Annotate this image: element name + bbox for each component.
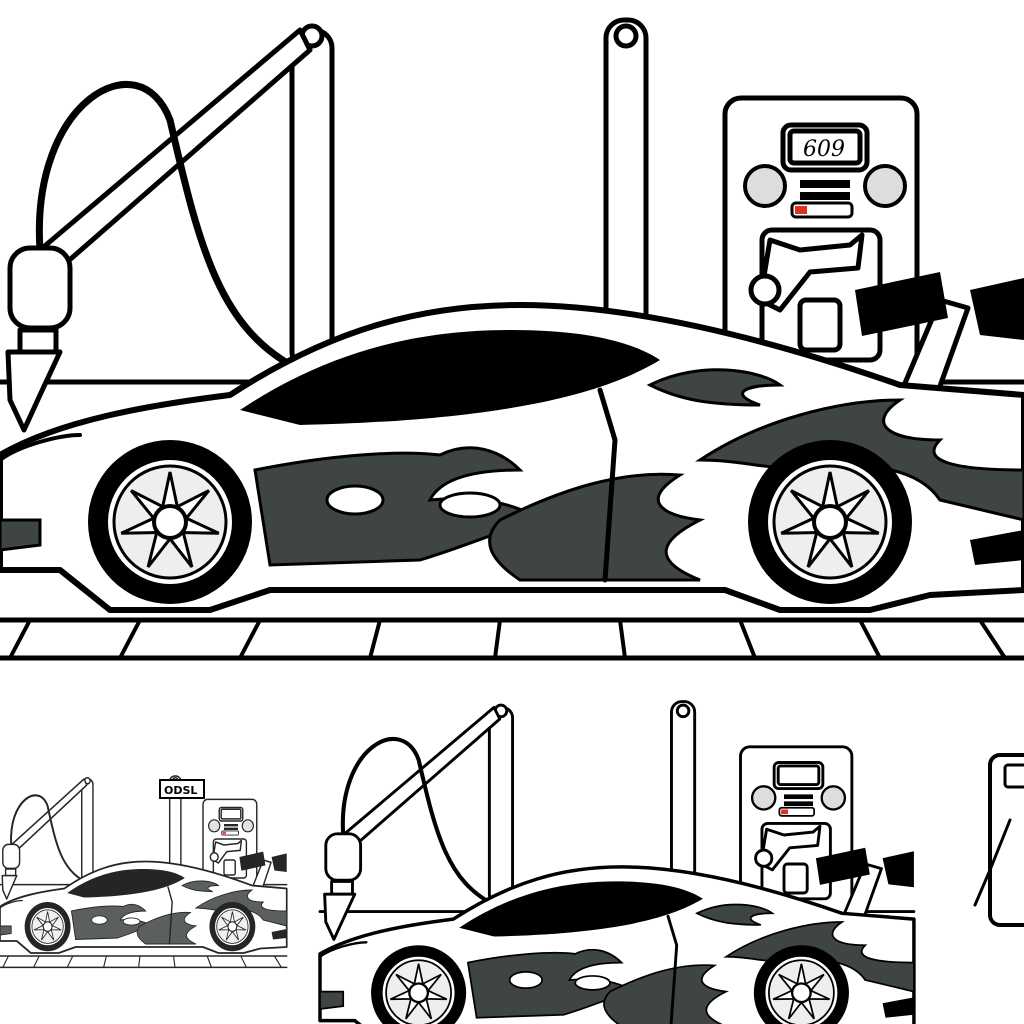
thumbnail-middle xyxy=(320,702,914,1024)
thumbnail-left-sketch xyxy=(0,776,287,967)
main-scene: 609 xyxy=(0,20,1024,658)
small-pump-display: ODSL xyxy=(159,779,205,799)
pump-display-text: 609 xyxy=(803,137,845,162)
thumbnail-right-pump xyxy=(973,753,1024,927)
small-pump-display-text: ODSL xyxy=(164,784,197,797)
